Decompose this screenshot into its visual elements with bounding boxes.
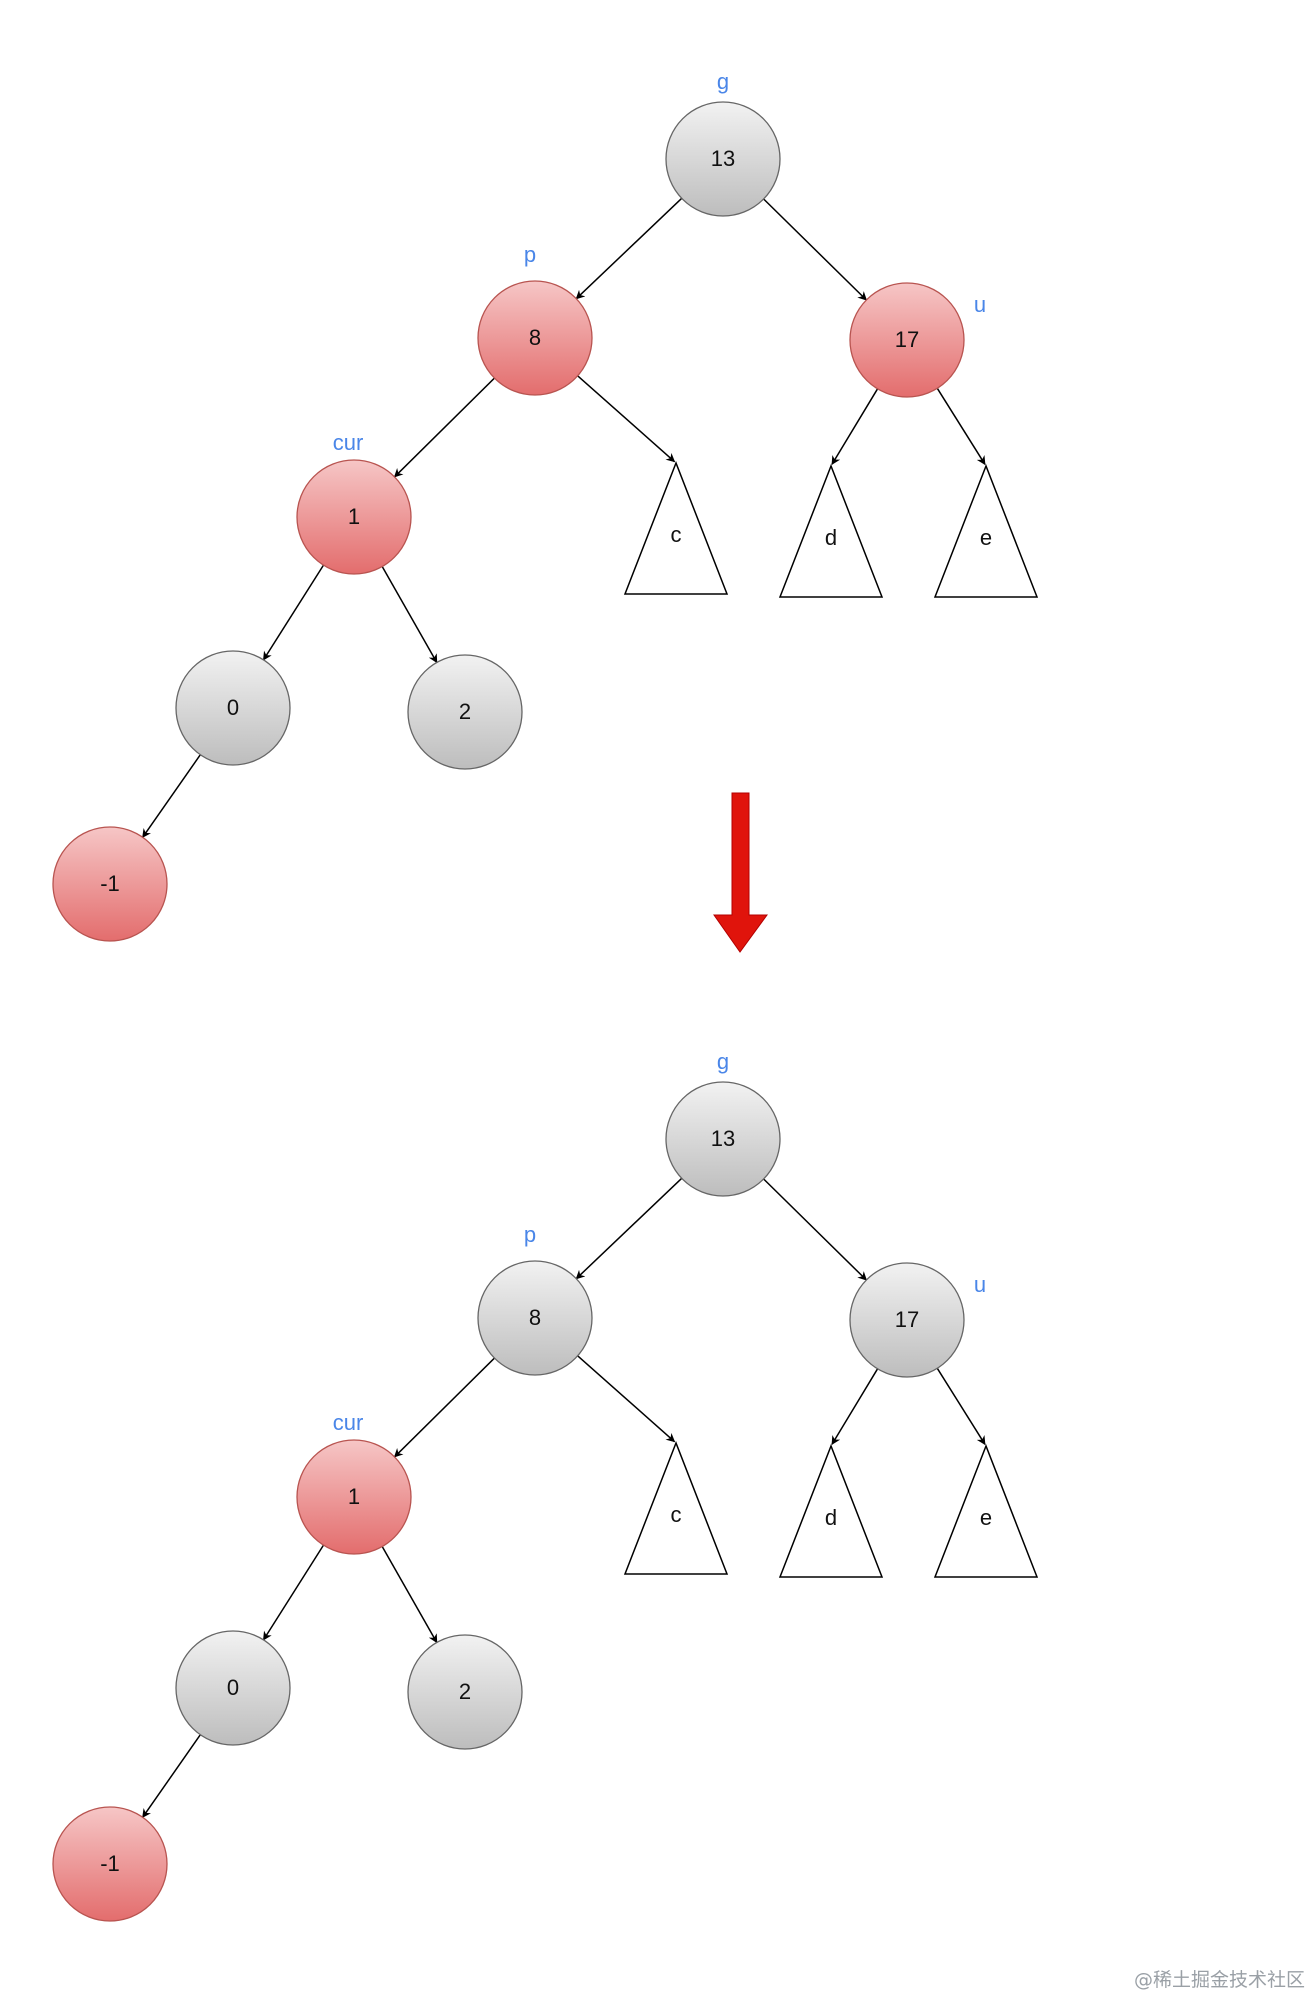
tree-before: c d e 13 g 8 p 17 u 1 cur 0 2 -1 xyxy=(52,69,1039,942)
edge-n13-n17 xyxy=(763,198,868,301)
subtree-e-triangle xyxy=(933,463,1039,598)
node-label: 8 xyxy=(529,325,541,350)
node-label: -1 xyxy=(100,871,120,896)
node-label: 1 xyxy=(348,504,360,529)
edge-n1-n0 xyxy=(262,564,325,661)
edge-n17-te xyxy=(936,387,986,466)
node-label: 0 xyxy=(227,695,239,720)
node-13-black xyxy=(665,1081,781,1197)
node-label: 17 xyxy=(895,327,919,352)
node-label: 13 xyxy=(711,146,735,171)
node-label: -1 xyxy=(100,1851,120,1876)
edge-n0-nm1 xyxy=(142,1734,201,1819)
node-label: 2 xyxy=(459,1679,471,1704)
node-8-red xyxy=(477,280,593,396)
role-label-g: g xyxy=(717,1049,729,1074)
edge-n17-te xyxy=(936,1367,986,1446)
node-2-black xyxy=(407,1634,523,1750)
node-label: 8 xyxy=(529,1305,541,1330)
edge-n8-tc xyxy=(577,1355,676,1443)
role-label-u: u xyxy=(974,1272,986,1297)
subtree-e-label: e xyxy=(980,525,992,550)
subtree-d-triangle xyxy=(778,1443,884,1578)
node-label: 17 xyxy=(895,1307,919,1332)
subtree-c-triangle xyxy=(623,1440,729,1575)
role-label-u: u xyxy=(974,292,986,317)
watermark: @稀土掘金技术社区 xyxy=(1133,1969,1305,1991)
edge-n17-td xyxy=(831,1368,879,1446)
node-8-black xyxy=(477,1260,593,1376)
edge-n0-nm1 xyxy=(142,754,201,839)
edge-n17-td xyxy=(831,388,879,466)
role-label-p: p xyxy=(524,242,536,267)
subtree-c-label: c xyxy=(671,1502,682,1527)
node-label: 0 xyxy=(227,1675,239,1700)
tree-after: c d e 13 g 8 p 17 u 1 cur 0 2 -1 xyxy=(52,1049,1039,1922)
subtree-c-triangle xyxy=(623,460,729,595)
role-label-cur: cur xyxy=(333,430,364,455)
transition-arrow-icon xyxy=(713,792,768,953)
node-label: 13 xyxy=(711,1126,735,1151)
edge-n8-n1 xyxy=(393,377,495,478)
node-17-red xyxy=(849,282,965,398)
node--1-red xyxy=(52,826,168,942)
node-2-black xyxy=(407,654,523,770)
subtree-e-triangle xyxy=(933,1443,1039,1578)
role-label-p: p xyxy=(524,1222,536,1247)
edge-n1-n0 xyxy=(262,1544,325,1641)
node-0-black xyxy=(175,650,291,766)
edge-n8-n1 xyxy=(393,1357,495,1458)
role-label-g: g xyxy=(717,69,729,94)
node-0-black xyxy=(175,1630,291,1746)
node-17-black xyxy=(849,1262,965,1378)
subtree-d-label: d xyxy=(825,525,837,550)
node--1-red xyxy=(52,1806,168,1922)
edge-n1-n2 xyxy=(381,566,438,664)
node-label: 2 xyxy=(459,699,471,724)
subtree-d-label: d xyxy=(825,1505,837,1530)
subtree-c-label: c xyxy=(671,522,682,547)
node-1-red xyxy=(296,1439,412,1555)
edge-n1-n2 xyxy=(381,1546,438,1644)
subtree-d-triangle xyxy=(778,463,884,598)
node-1-red xyxy=(296,459,412,575)
node-label: 1 xyxy=(348,1484,360,1509)
role-label-cur: cur xyxy=(333,1410,364,1435)
subtree-e-label: e xyxy=(980,1505,992,1530)
down-arrow-icon xyxy=(713,792,768,953)
edge-n13-n8 xyxy=(575,197,683,300)
node-13-black xyxy=(665,101,781,217)
edge-n13-n8 xyxy=(575,1177,683,1280)
edge-n8-tc xyxy=(577,375,676,463)
edge-n13-n17 xyxy=(763,1178,868,1281)
